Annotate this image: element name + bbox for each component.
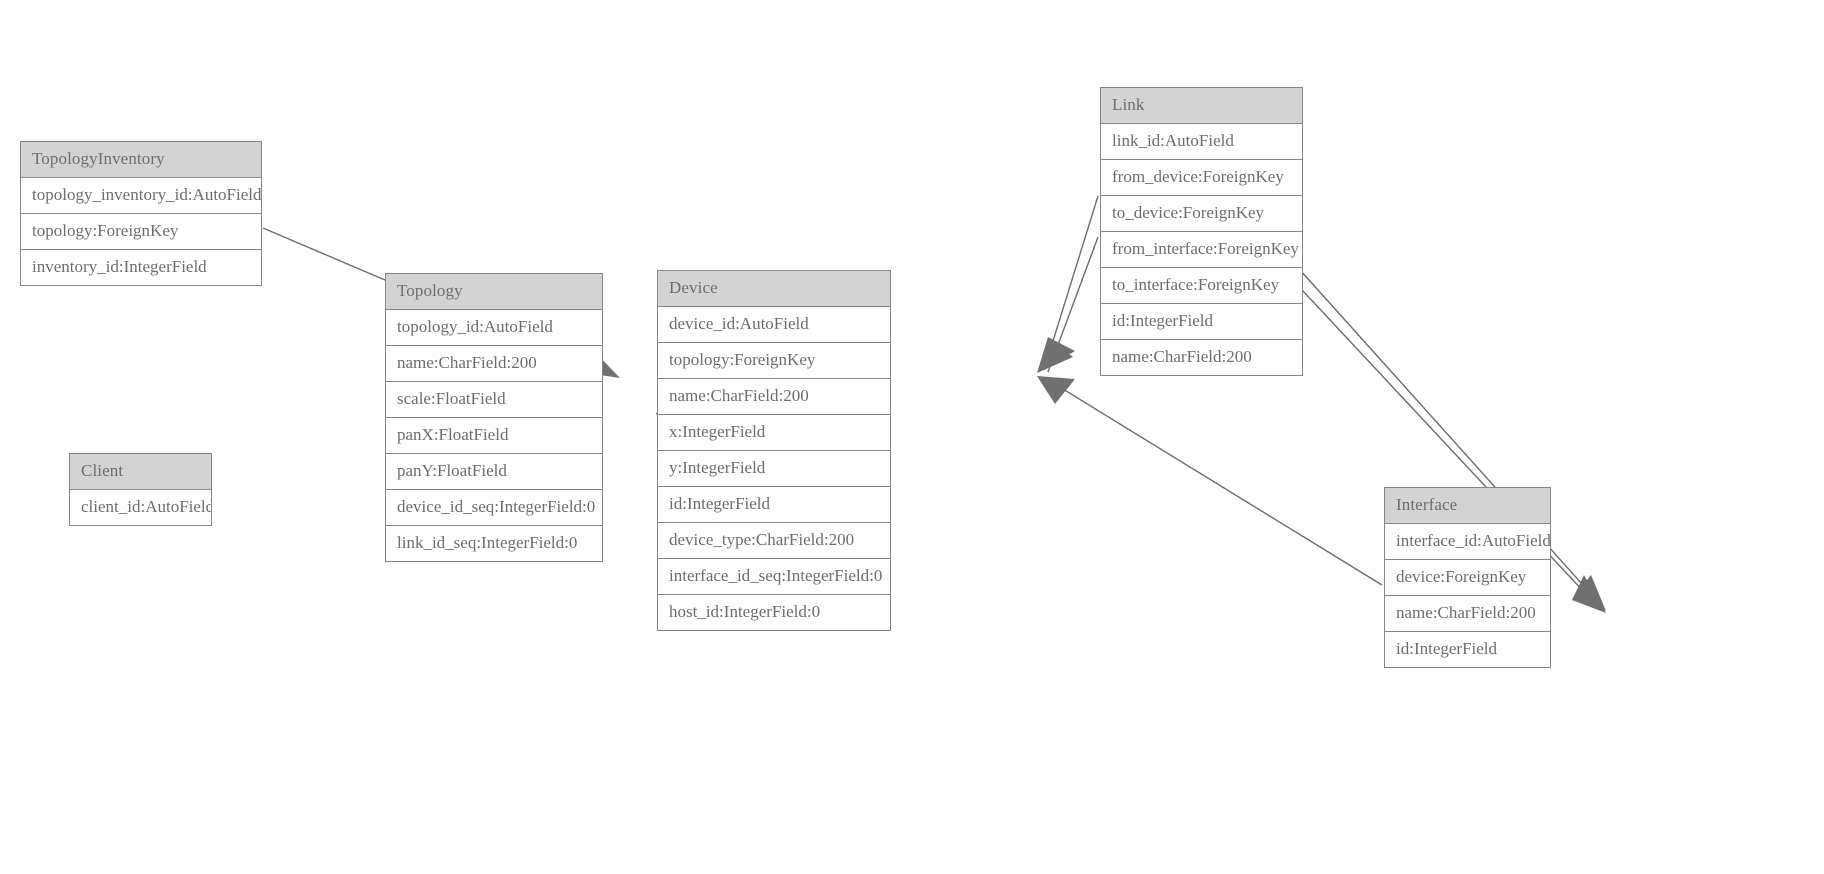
- entity-title-client: Client: [70, 454, 211, 490]
- field-interface-3: id:IntegerField: [1385, 632, 1550, 667]
- field-link-5: id:IntegerField: [1101, 304, 1302, 340]
- field-device-5: id:IntegerField: [658, 487, 890, 523]
- field-device-6: device_type:CharField:200: [658, 523, 890, 559]
- field-topology-5: device_id_seq:IntegerField:0: [386, 490, 602, 526]
- field-device-3: x:IntegerField: [658, 415, 890, 451]
- field-topology-0: topology_id:AutoField: [386, 310, 602, 346]
- field-topology-3: panX:FloatField: [386, 418, 602, 454]
- field-device-0: device_id:AutoField: [658, 307, 890, 343]
- field-interface-1: device:ForeignKey: [1385, 560, 1550, 596]
- field-link-3: from_interface:ForeignKey: [1101, 232, 1302, 268]
- field-device-4: y:IntegerField: [658, 451, 890, 487]
- entity-device[interactable]: Device device_id:AutoField topology:Fore…: [657, 270, 891, 631]
- entity-title-link: Link: [1101, 88, 1302, 124]
- entity-link[interactable]: Link link_id:AutoField from_device:Forei…: [1100, 87, 1303, 376]
- field-topology-4: panY:FloatField: [386, 454, 602, 490]
- field-device-1: topology:ForeignKey: [658, 343, 890, 379]
- field-link-4: to_interface:ForeignKey: [1101, 268, 1302, 304]
- field-device-7: interface_id_seq:IntegerField:0: [658, 559, 890, 595]
- field-link-0: link_id:AutoField: [1101, 124, 1302, 160]
- entity-title-device: Device: [658, 271, 890, 307]
- entity-interface[interactable]: Interface interface_id:AutoField device:…: [1384, 487, 1551, 668]
- field-interface-2: name:CharField:200: [1385, 596, 1550, 632]
- field-topology-inventory-1: topology:ForeignKey: [21, 214, 261, 250]
- entity-title-interface: Interface: [1385, 488, 1550, 524]
- entity-title-topology-inventory: TopologyInventory: [21, 142, 261, 178]
- field-topology-inventory-2: inventory_id:IntegerField: [21, 250, 261, 285]
- entity-client[interactable]: Client client_id:AutoField: [69, 453, 212, 526]
- edge-link-from-device: [1037, 195, 1099, 373]
- field-topology-2: scale:FloatField: [386, 382, 602, 418]
- entity-topology-inventory[interactable]: TopologyInventory topology_inventory_id:…: [20, 141, 262, 286]
- field-interface-0: interface_id:AutoField: [1385, 524, 1550, 560]
- field-topology-inventory-0: topology_inventory_id:AutoField: [21, 178, 261, 214]
- field-link-6: name:CharField:200: [1101, 340, 1302, 375]
- field-topology-6: link_id_seq:IntegerField:0: [386, 526, 602, 561]
- field-topology-1: name:CharField:200: [386, 346, 602, 382]
- field-link-2: to_device:ForeignKey: [1101, 196, 1302, 232]
- field-link-1: from_device:ForeignKey: [1101, 160, 1302, 196]
- field-client-0: client_id:AutoField: [70, 490, 211, 525]
- edge-interface-to-device: [1037, 376, 1383, 586]
- entity-title-topology: Topology: [386, 274, 602, 310]
- field-device-2: name:CharField:200: [658, 379, 890, 415]
- entity-topology[interactable]: Topology topology_id:AutoField name:Char…: [385, 273, 603, 562]
- edge-link-to-device: [1037, 236, 1099, 373]
- field-device-8: host_id:IntegerField:0: [658, 595, 890, 630]
